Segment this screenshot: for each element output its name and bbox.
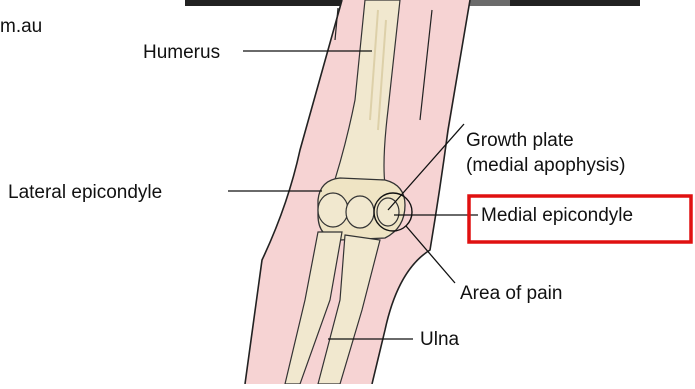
label-medial-epicondyle: Medial epicondyle [481, 205, 633, 226]
watermark-fragment: m.au [0, 16, 42, 37]
label-lateral-epicondyle: Lateral epicondyle [8, 182, 162, 203]
label-growth-plate-line2: (medial apophysis) [466, 155, 625, 176]
lateral-epicondyle-bone [318, 193, 348, 227]
label-ulna: Ulna [420, 329, 460, 350]
label-growth-plate-line1: Growth plate [466, 130, 574, 151]
label-humerus: Humerus [143, 42, 220, 63]
label-area-of-pain: Area of pain [460, 283, 562, 304]
capitulum [346, 196, 374, 228]
